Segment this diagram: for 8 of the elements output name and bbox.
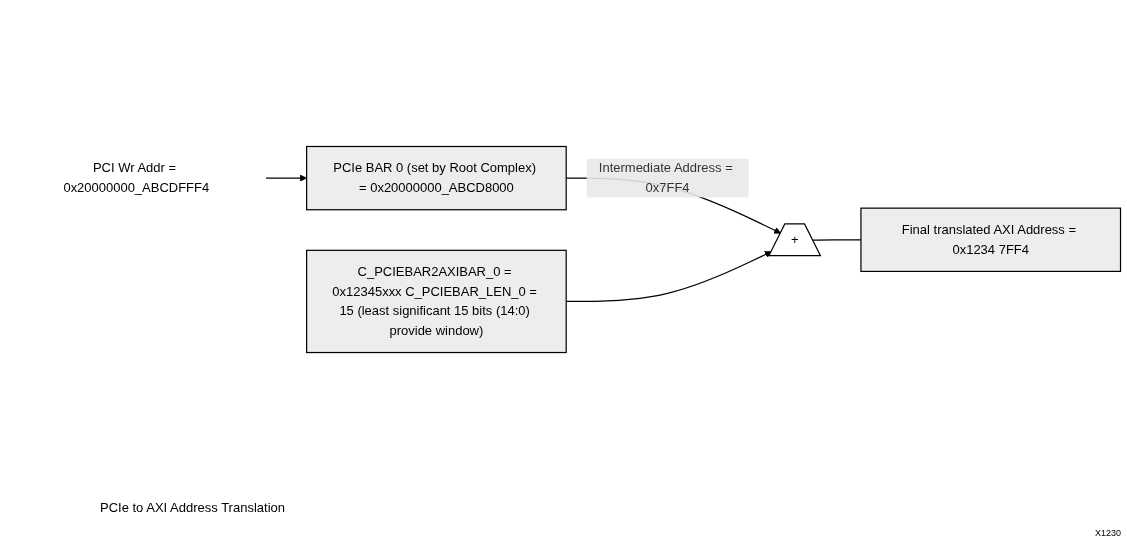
figure-caption: PCIe to AXI Address Translation <box>100 500 285 515</box>
arrow <box>265 175 307 183</box>
node-text: PCI Wr Addr = 0x20000000_ABCDFFF4 <box>63 161 210 195</box>
node-box: Final translated AXI Address = 0x1234 7FF4 <box>860 208 1122 273</box>
edge-label: Intermediate Address = 0x7FF4 <box>598 161 733 195</box>
node-box: PCIe BAR 0 (set by Root Complex) = 0x20000000_ABCD8000 <box>306 146 567 211</box>
figure-number: X1230 <box>1094 528 1121 538</box>
node-box: C_PCIEBAR2AXIBAR_0 = 0x12345xxx C_PCIEBAR_LEN_0 = 15 (least significant 15 bits (14:0) provide window) <box>306 250 567 354</box>
